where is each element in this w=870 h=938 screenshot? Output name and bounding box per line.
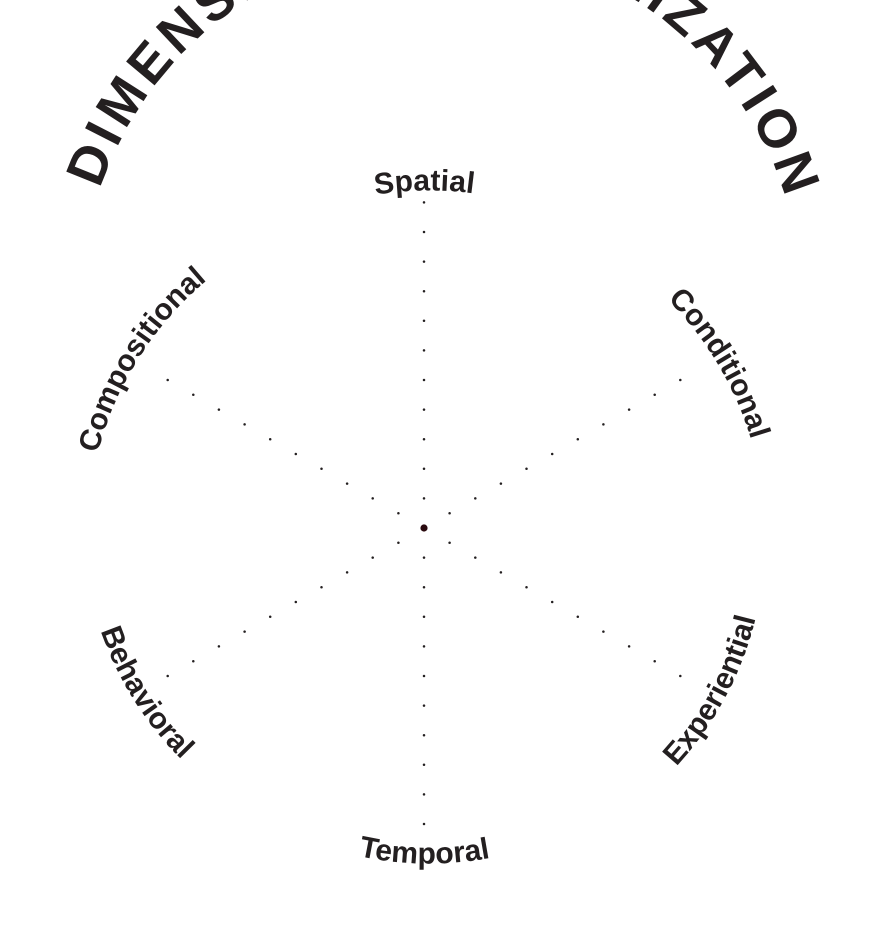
spoke-experiential [448,541,682,678]
spoke-behavioral [166,541,400,678]
spoke-dot [371,497,374,500]
spoke-dot [679,674,682,678]
spoke-dot [422,585,426,589]
spoke-dot [192,393,195,397]
spoke-dot [422,378,426,382]
spoke-dot [320,467,323,471]
spoke-dot [422,497,426,500]
spoke-dot [422,733,426,737]
spoke-dot [422,556,426,559]
spoke-dot [474,497,477,500]
spoke-compositional [166,378,400,515]
spoke-dot [166,674,169,678]
spoke-dot [627,408,631,411]
title-visualization: VISUALIZATION [428,0,832,206]
spoke-dot [627,645,631,648]
spoke-dot [243,423,246,426]
spoke-dot [448,541,451,545]
spoke-dot [345,482,349,485]
spoke-dot [371,556,374,559]
spoke-dot [550,600,554,604]
spoke-dot [422,822,426,826]
spoke-dot [653,659,656,663]
spoke-dot [243,630,246,633]
spoke-dot [422,201,426,204]
spoke-dot [422,437,426,441]
spoke-dot [294,600,298,604]
spoke-dot [474,556,477,559]
spoke-dot [422,645,426,648]
label-conditional: Conditional [662,282,775,442]
label-behavioral: Behavioral [94,622,200,765]
spoke-dot [397,541,400,545]
spoke-dot [192,659,195,663]
label-compositional: Compositional [72,260,211,455]
label-temporal: Temporal [357,831,492,871]
spoke-temporal [422,556,426,826]
spoke-dot [345,571,349,574]
spoke-dot [422,763,426,767]
spoke-dot [217,645,221,648]
title-dimensions: DIMENSIONS [55,0,387,193]
spoke-conditional [448,378,682,515]
spoke-dot [525,467,528,471]
spoke-dot [422,289,426,293]
spoke-dot [422,408,426,411]
spoke-dot [422,319,426,323]
spoke-dot [422,674,426,678]
spoke-dot [166,378,169,382]
spoke-dot [602,423,605,426]
spoke-dot [397,511,400,515]
spoke-dot [576,615,580,619]
spoke-dot [576,437,580,441]
spoke-dot [499,482,503,485]
spoke-dot [217,408,221,411]
spoke-dot [525,585,528,589]
spoke-dot [320,585,323,589]
spoke-dot [679,378,682,382]
center-point [420,524,428,532]
label-spatial: Spatial [372,164,477,201]
spoke-dot [653,393,656,397]
spoke-dot [602,630,605,633]
spoke-dot [499,571,503,574]
spoke-dot [294,452,298,456]
spoke-dot [448,511,451,515]
spoke-dot [422,793,426,796]
label-experiential: Experiential [657,612,763,772]
spoke-dot [422,704,426,707]
spoke-dot [422,467,426,471]
spoke-dot [550,452,554,456]
spoke-dot [268,437,272,441]
spoke-spatial [422,201,426,500]
spoke-dot [422,349,426,352]
spoke-dot [422,260,426,263]
spoke-dot [422,615,426,619]
spoke-dot [268,615,272,619]
spoke-dot [422,230,426,234]
